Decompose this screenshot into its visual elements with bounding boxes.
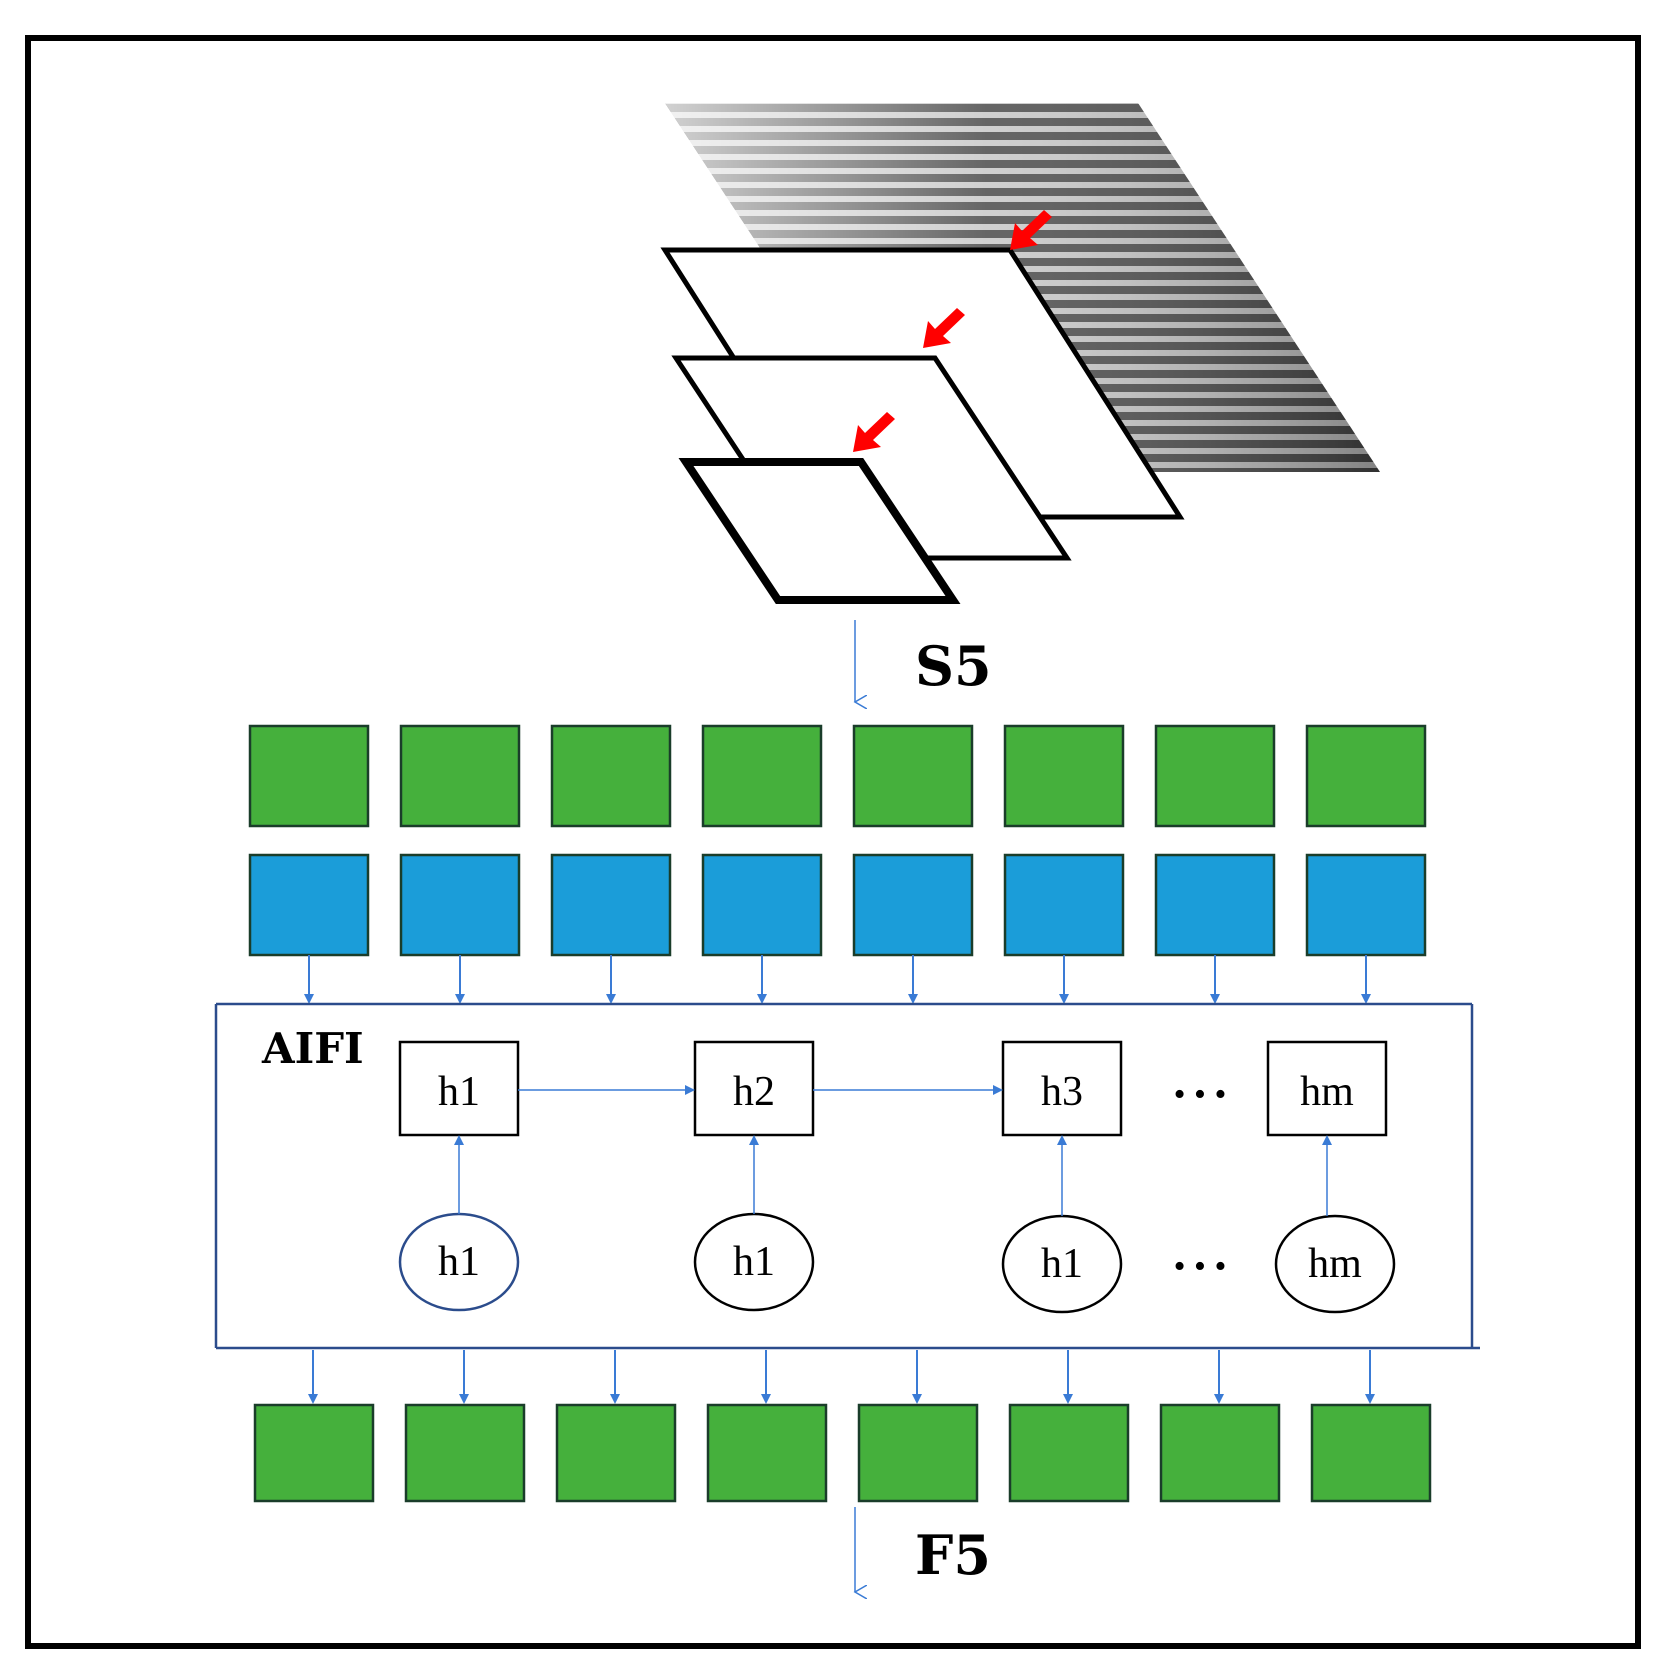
output-token-row: [253, 1403, 1432, 1503]
input-circle-label: h1: [1041, 1241, 1083, 1287]
input-token: [550, 724, 672, 828]
position-token: [399, 853, 521, 957]
output-token: [1159, 1403, 1281, 1503]
input-label: S5: [915, 634, 992, 698]
output-label: F5: [915, 1523, 991, 1587]
hidden-box-label: h1: [438, 1069, 480, 1115]
input-circle-label: h1: [438, 1239, 480, 1285]
ellipsis-bottom: • • •: [1174, 1248, 1227, 1285]
hidden-box-1: h1: [398, 1040, 520, 1137]
hidden-box-m: hm: [1266, 1040, 1388, 1137]
red-arrow-icon: [853, 412, 895, 452]
input-token: [852, 724, 974, 828]
output-token: [404, 1403, 526, 1503]
output-token: [1310, 1403, 1432, 1503]
input-token: [1305, 724, 1427, 828]
output-token: [253, 1403, 375, 1503]
input-token: [701, 724, 823, 828]
position-token-row: [248, 853, 1427, 957]
input-token: [248, 724, 370, 828]
output-token: [555, 1403, 677, 1503]
input-circle-label: h1: [733, 1239, 775, 1285]
hidden-box-label: h3: [1041, 1069, 1083, 1115]
input-token: [399, 724, 521, 828]
output-token: [706, 1403, 828, 1503]
hidden-box-label: hm: [1300, 1069, 1354, 1115]
hidden-box-3: h3: [1001, 1040, 1123, 1137]
position-token: [550, 853, 672, 957]
red-arrow-icon: [923, 308, 965, 348]
aifi-module: [214, 1002, 1480, 1350]
position-token: [1003, 853, 1125, 957]
input-circle-3: h1: [1001, 1214, 1123, 1314]
position-token: [1154, 853, 1276, 957]
input-circle-m: hm: [1274, 1214, 1396, 1314]
input-circle-1: h1: [398, 1212, 520, 1312]
output-arrows: [308, 1350, 1375, 1404]
outer-frame: [25, 35, 1641, 1649]
position-token: [248, 853, 370, 957]
hidden-box-label: h2: [733, 1069, 775, 1115]
red-arrow-icon: [1010, 210, 1052, 250]
input-circle-label: hm: [1308, 1241, 1362, 1287]
input-arrows: [304, 955, 1371, 1004]
position-token: [701, 853, 823, 957]
position-token: [1305, 853, 1427, 957]
module-label: AIFI: [261, 1024, 364, 1073]
hidden-box-2: h2: [693, 1040, 815, 1137]
output-token: [857, 1403, 979, 1503]
ellipsis-top: • • •: [1174, 1076, 1227, 1113]
output-token: [1008, 1403, 1130, 1503]
position-token: [852, 853, 974, 957]
input-token: [1154, 724, 1276, 828]
input-circle-2: h1: [693, 1212, 815, 1312]
input-token-row: [248, 724, 1427, 828]
feature-layer-3: [678, 458, 961, 604]
input-token: [1003, 724, 1125, 828]
